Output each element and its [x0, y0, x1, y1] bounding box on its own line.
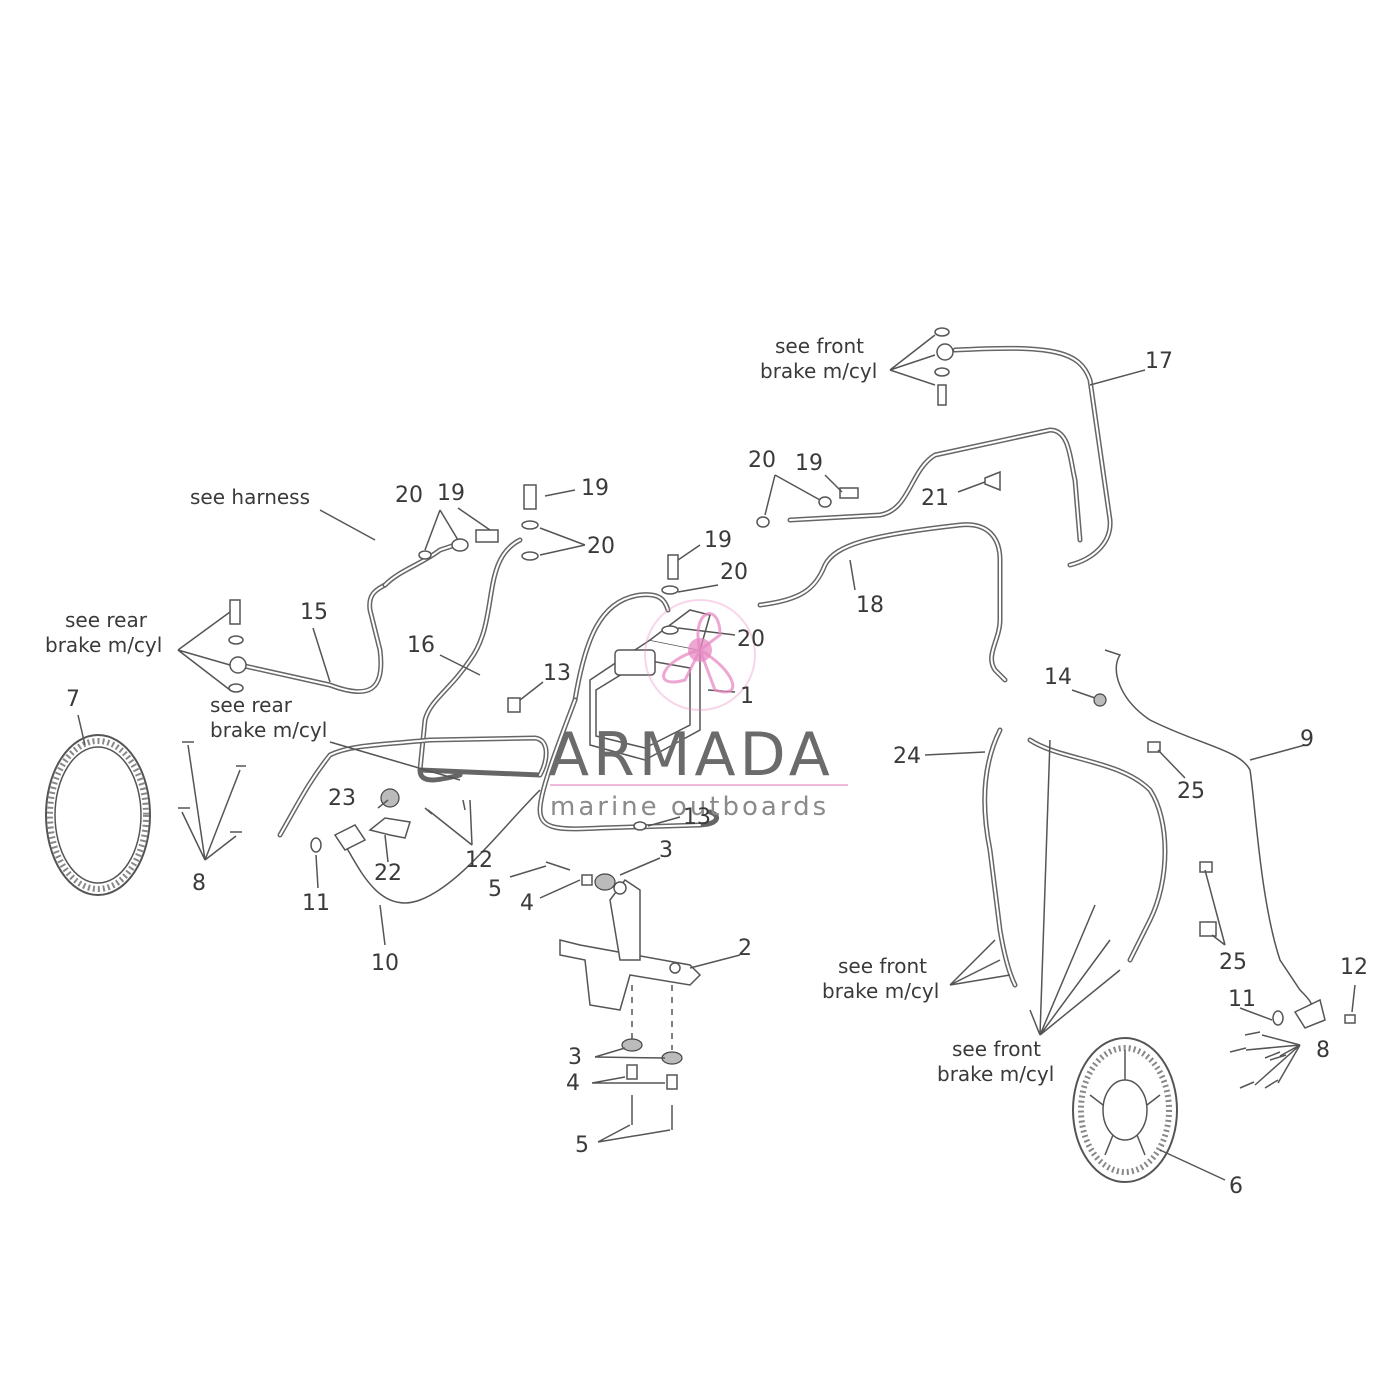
callout-19: 19 [581, 476, 609, 501]
callout-11: 11 [1228, 987, 1256, 1012]
note-see-rear-1-line2: brake m/cyl [45, 633, 162, 657]
callout-4: 4 [566, 1071, 580, 1096]
note-see-front-2-line1: see front [838, 954, 927, 978]
note-see-front-1-line1: see front [775, 334, 864, 358]
callout-12: 12 [1340, 955, 1368, 980]
note-see-harness: see harness [190, 485, 310, 509]
callout-8: 8 [192, 871, 206, 896]
callout-18: 18 [856, 593, 884, 618]
note-see-rear-1-line1: see rear [65, 608, 148, 632]
callout-25: 25 [1177, 779, 1205, 804]
note-see-front-3-line2: brake m/cyl [937, 1062, 1054, 1086]
callout-20: 20 [395, 483, 423, 508]
callout-5: 5 [575, 1133, 589, 1158]
front-tone-ring [1072, 1037, 1178, 1183]
leader-lines [77, 334, 1356, 1181]
note-see-front-3-line1: see front [952, 1037, 1041, 1061]
callout-3: 3 [568, 1045, 582, 1070]
brake-pipes [237, 345, 1313, 1016]
callout-4: 4 [520, 891, 534, 916]
note-see-rear-2-line1: see rear [210, 693, 293, 717]
callout-1: 1 [740, 684, 754, 709]
callout-19: 19 [795, 451, 823, 476]
callout-14: 14 [1044, 665, 1072, 690]
callout-21: 21 [921, 486, 949, 511]
callout-19: 19 [437, 481, 465, 506]
callout-20: 20 [748, 448, 776, 473]
brand-name: ARMADA [548, 720, 834, 790]
callout-7: 7 [66, 687, 80, 712]
callout-13: 13 [543, 661, 571, 686]
callout-20: 20 [737, 627, 765, 652]
rear-tone-ring [45, 734, 151, 896]
callout-19: 19 [704, 528, 732, 553]
note-see-rear-2-line2: brake m/cyl [210, 718, 327, 742]
callout-22: 22 [374, 861, 402, 886]
callout-20: 20 [587, 534, 615, 559]
callout-12: 12 [465, 848, 493, 873]
modulator-bracket [559, 878, 702, 1050]
callout-3: 3 [659, 838, 673, 863]
note-see-front-1-line2: brake m/cyl [760, 359, 877, 383]
callout-25: 25 [1219, 950, 1247, 975]
callout-24: 24 [893, 744, 921, 769]
callout-8: 8 [1316, 1038, 1330, 1063]
callout-17: 17 [1145, 349, 1173, 374]
part-callouts: 1 2 3 3 4 4 5 5 6 7 8 8 9 10 11 11 12 12… [66, 349, 1368, 1199]
note-see-front-2-line2: brake m/cyl [822, 979, 939, 1003]
callout-16: 16 [407, 633, 435, 658]
callout-11: 11 [302, 891, 330, 916]
callout-10: 10 [371, 951, 399, 976]
callout-5: 5 [488, 877, 502, 902]
callout-20: 20 [720, 560, 748, 585]
armada-watermark: ARMADA marine outboards [548, 599, 848, 822]
callout-23: 23 [328, 786, 356, 811]
callout-15: 15 [300, 600, 328, 625]
brand-tagline: marine outboards [550, 792, 829, 822]
callout-9: 9 [1300, 727, 1314, 752]
callout-2: 2 [738, 936, 752, 961]
callout-13: 13 [683, 805, 711, 830]
callout-6: 6 [1229, 1174, 1243, 1199]
reference-notes: see harness see rear brake m/cyl see rea… [45, 334, 1054, 1086]
